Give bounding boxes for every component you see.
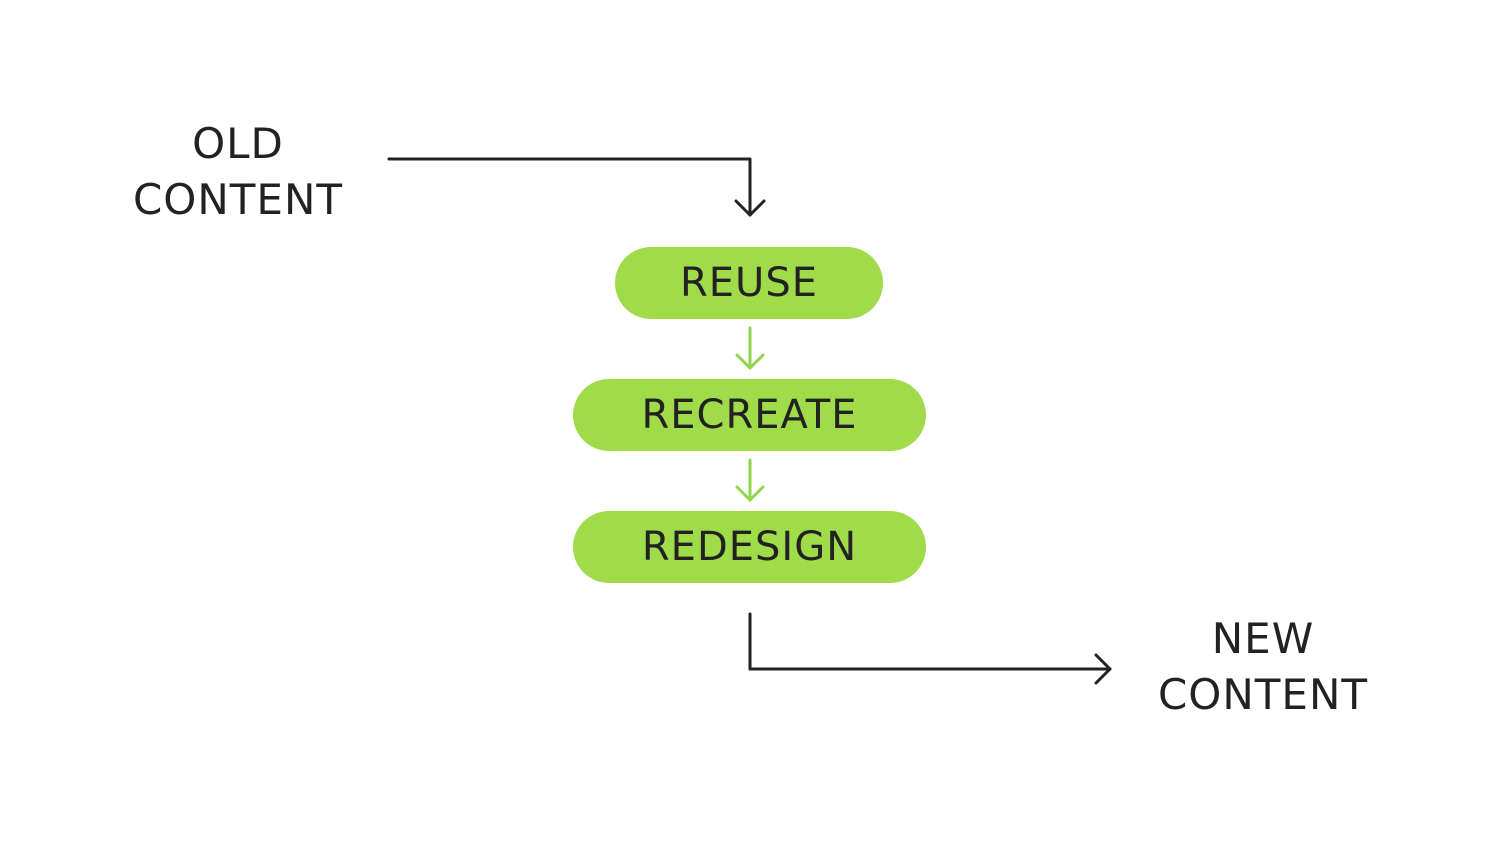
new-content-line2: CONTENT (1157, 670, 1369, 719)
arrow-recreate-to-redesign (735, 458, 765, 502)
arrow-reuse-to-recreate (735, 326, 765, 370)
new-content-label: NEW CONTENT (1140, 611, 1386, 723)
old-content-label: OLD CONTENT (118, 116, 358, 228)
arrow-redesign-to-new (748, 612, 1112, 685)
arrow-old-to-reuse (387, 157, 766, 217)
step-reuse: REUSE (615, 247, 883, 319)
step-redesign: REDESIGN (573, 511, 926, 583)
old-content-line1: OLD (192, 119, 284, 168)
new-content-line1: NEW (1211, 614, 1315, 663)
step-recreate: RECREATE (573, 379, 926, 451)
old-content-line2: CONTENT (132, 175, 344, 224)
